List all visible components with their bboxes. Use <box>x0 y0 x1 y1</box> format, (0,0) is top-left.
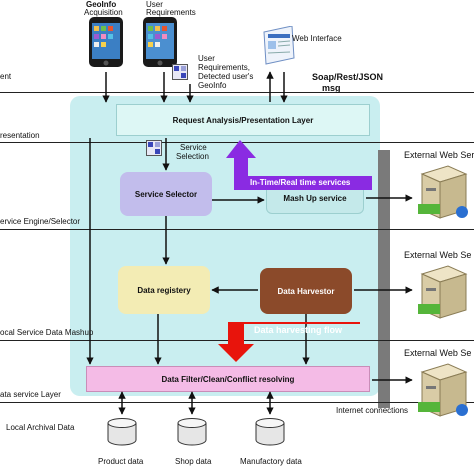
database-label-product: Product data <box>98 457 144 466</box>
service-selector-box[interactable]: Service Selector <box>120 172 212 216</box>
database-icon <box>177 418 207 446</box>
database-icon <box>107 418 137 446</box>
web-service-bus-bar <box>378 150 390 408</box>
external-service-label-3: External Web Se <box>404 348 472 358</box>
layer-label-local-archival: Local Archival Data <box>6 423 75 432</box>
service-selection-label-1: Service <box>180 143 207 152</box>
external-service-label-1: External Web Ser <box>404 150 474 160</box>
user-req-line-1: User <box>198 54 215 63</box>
service-selection-icon <box>146 140 162 156</box>
layer-label-service-engine: ervice Engine/Selector <box>0 217 81 226</box>
phone-user-icon <box>143 17 177 67</box>
service-selection-label-2: Selection <box>176 152 209 161</box>
layer-label-client: ent <box>0 72 12 81</box>
phone-geoinfo-icon <box>89 17 123 67</box>
separator-engine <box>0 229 474 230</box>
layer-label-presentation: resentation <box>0 131 40 140</box>
separator-client <box>0 92 474 93</box>
web-interface-label: Web Interface <box>292 34 342 43</box>
user-req-line-3: Detected user's <box>198 72 254 81</box>
request-analysis-box[interactable]: Request Analysis/Presentation Layer <box>116 104 370 136</box>
user-req-line-4: GeoInfo <box>198 81 227 90</box>
data-registry-box[interactable]: Data registery <box>118 266 210 314</box>
layer-label-data-service: ata service Layer <box>0 390 61 399</box>
user-subtitle: Requirements <box>146 8 196 17</box>
external-service-label-2: External Web Se <box>404 250 472 260</box>
server-icon <box>418 165 468 219</box>
user-title: User <box>146 0 163 9</box>
realtime-flow-label: In-Time/Real time services <box>250 178 351 187</box>
web-interface-icon <box>263 26 295 65</box>
database-label-manufactory: Manufactory data <box>240 457 302 466</box>
database-icon <box>255 418 285 446</box>
user-requirements-icon <box>172 64 188 80</box>
database-label-shop: Shop data <box>175 457 212 466</box>
harvesting-flow-label: Data harvesting flow <box>254 325 343 335</box>
server-icon <box>418 363 468 417</box>
separator-data-service <box>0 402 474 403</box>
geoinfo-title: GeoInfo <box>86 0 117 9</box>
layer-label-local-mashup: ocal Service Data Mashup <box>0 328 94 337</box>
server-icon <box>418 265 468 319</box>
user-req-line-2: Requirements, <box>198 63 251 72</box>
internet-connections-label: Internet connections <box>336 406 409 415</box>
soap-label-1: Soap/Rest/JSON <box>312 72 384 82</box>
geoinfo-subtitle: Acquisition <box>84 8 123 17</box>
data-filter-box[interactable]: Data Filter/Clean/Conflict resolving <box>86 366 370 392</box>
data-harvestor-box[interactable]: Data Harvestor <box>260 268 352 314</box>
separator-presentation <box>0 142 474 143</box>
soap-label-2: msg <box>322 83 341 93</box>
